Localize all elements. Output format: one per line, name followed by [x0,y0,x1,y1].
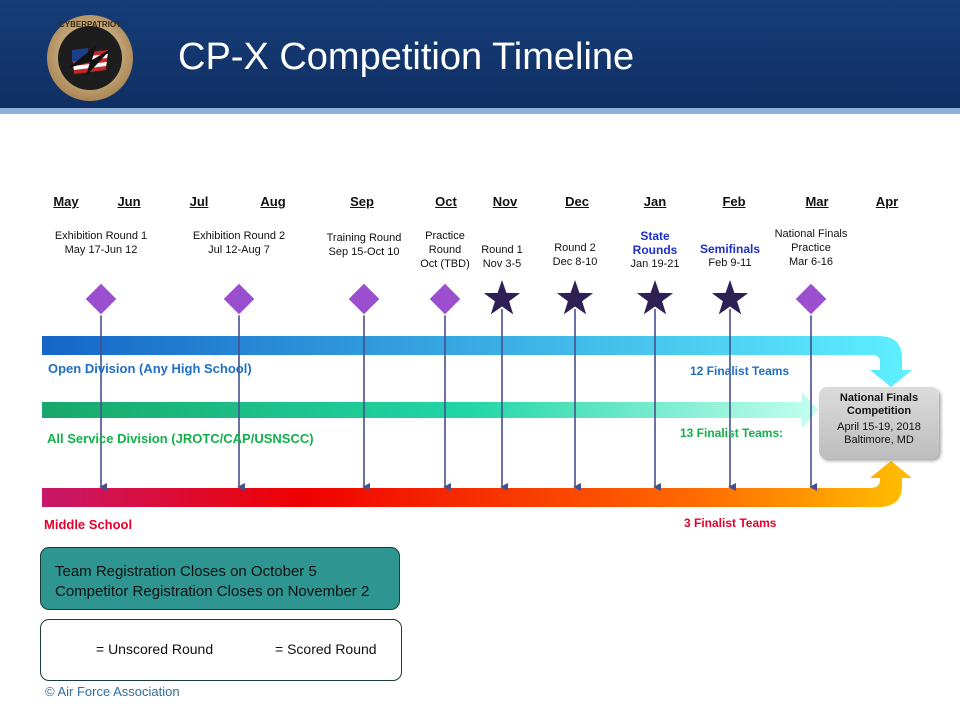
scored-star-icon [556,280,594,315]
month-label-jun: Jun [117,194,141,209]
event-date: Dec 8-10 [552,256,598,268]
month-label-feb: Feb [722,194,746,209]
event-date: Mar 6-16 [788,256,834,268]
event-label-6: Round 2 Dec 8-10 [553,241,598,269]
legend-scored-label: = Scored Round [275,641,377,657]
competitor-registration-note: Competitor Registration Closes on Novemb… [55,583,370,600]
unscored-diamond-icon [794,282,828,316]
header-bar: CYBERPATRIOT CP-X Competition Timeline [0,0,960,110]
all-service-division-band [42,392,818,428]
all-service-finalist-count: 13 Finalist Teams: [680,426,784,440]
event-label-5: Round 1 Nov 3-5 [481,243,523,271]
event-name: Semifinals [699,242,761,256]
legend-box: = Unscored Round = Scored Round [40,619,402,681]
legend-unscored-label: = Unscored Round [96,641,214,657]
event-drop-lines [99,309,817,491]
event-name: Round 2 [554,242,596,254]
middle-school-label: Middle School [44,517,133,532]
event-date: May 17-Jun 12 [64,244,138,256]
middle-school-finalist-count: 3 Finalist Teams [684,516,777,530]
open-finalist-count: 12 Finalist Teams [690,364,790,378]
month-label-dec: Dec [565,194,589,209]
event-name: Exhibition Round 2 [192,230,286,242]
cyberpatriot-logo: CYBERPATRIOT [47,15,133,101]
event-name: Training Round [326,232,402,244]
scored-star-icon [483,280,521,315]
registration-box: Team Registration Closes on October 5 Co… [40,547,400,610]
scored-star-icon [636,280,674,315]
middle-school-band [42,461,912,507]
event-date: Sep 15-Oct 10 [328,246,400,258]
open-division-label: Open Division (Any High School) [48,361,252,376]
month-label-apr: Apr [875,194,899,209]
unscored-diamond-icon [347,282,381,316]
national-finals-location: Baltimore, MD [844,434,914,446]
event-date: Jul 12-Aug 7 [208,244,270,256]
month-label-jul: Jul [189,194,209,209]
all-service-division-label: All Service Division (JROTC/CAP/USNSCC) [47,431,314,446]
month-label-may: May [53,194,79,209]
national-finals-title: National Finals Competition [839,392,919,417]
svg-text:CYBERPATRIOT: CYBERPATRIOT [59,20,121,29]
event-date: Nov 3-5 [482,258,522,270]
month-label-mar: Mar [805,194,829,209]
copyright-footer: © Air Force Association [45,684,180,699]
team-registration-note: Team Registration Closes on October 5 [55,563,317,580]
month-label-jan: Jan [643,194,667,209]
event-markers [84,280,828,316]
event-name: Round 1 [481,244,523,256]
event-date: Jan 19-21 [630,258,680,270]
scored-star-icon [711,280,749,315]
unscored-diamond-icon [84,282,118,316]
month-label-sep: Sep [350,194,374,209]
unscored-diamond-icon [428,282,462,316]
page-title: CP-X Competition Timeline [178,36,635,78]
national-finals-box: National Finals Competition April 15-19,… [819,387,939,459]
unscored-diamond-icon [222,282,256,316]
event-label-1: Exhibition Round 1 May 17-Jun 12 [55,229,147,257]
open-division-band [42,336,912,387]
event-date: Oct (TBD) [420,258,470,270]
event-label-2: Exhibition Round 2 Jul 12-Aug 7 [193,229,285,257]
national-finals-dates: April 15-19, 2018 [837,421,921,433]
header-divider [0,108,960,114]
month-label-aug: Aug [260,194,286,209]
event-name: Exhibition Round 1 [54,230,148,242]
event-date: Feb 9-11 [708,257,752,269]
month-label-oct: Oct [435,194,457,209]
month-label-nov: Nov [492,194,518,209]
